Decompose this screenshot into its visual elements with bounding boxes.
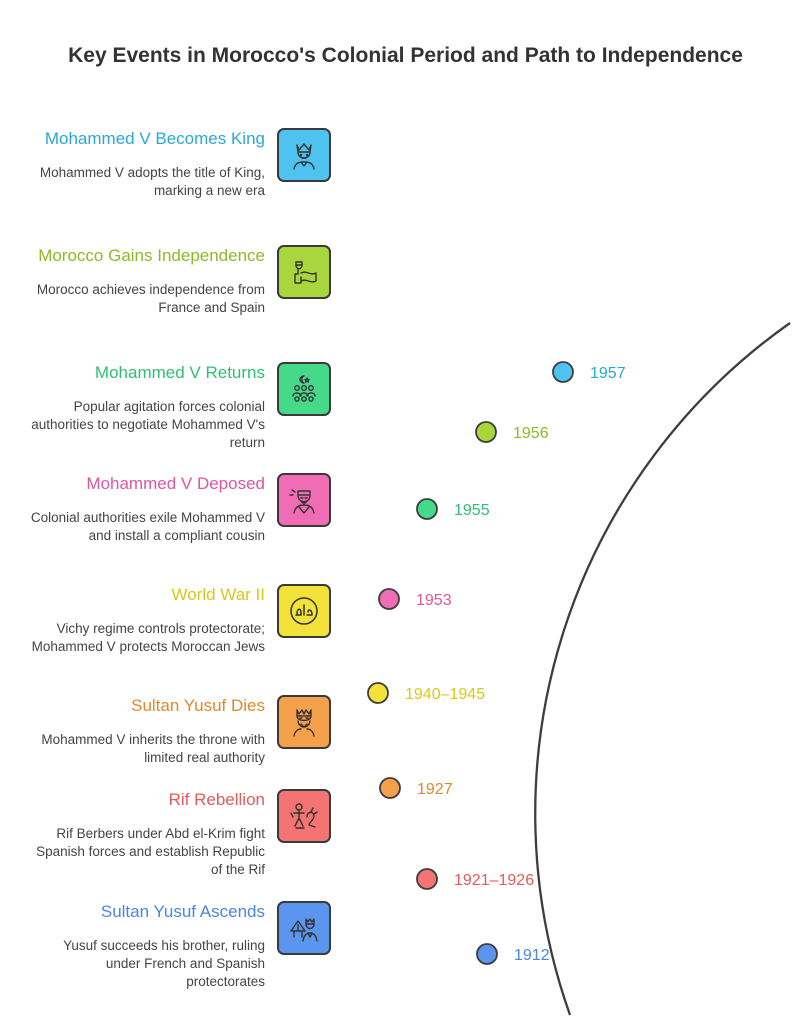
timeline-marker	[552, 361, 574, 383]
timeline-marker	[378, 588, 400, 610]
event-title: Morocco Gains Independence	[38, 246, 265, 265]
event-1956: Morocco Gains Independence Morocco achie…	[30, 245, 265, 317]
timeline-marker	[475, 421, 497, 443]
king-icon	[277, 128, 331, 182]
timeline-marker	[416, 868, 438, 890]
event-title: Sultan Yusuf Dies	[131, 696, 265, 715]
event-title: Rif Rebellion	[168, 790, 265, 809]
event-title: Mohammed V Becomes King	[44, 129, 265, 148]
event-title: Mohammed V Returns	[94, 363, 265, 382]
flag-person-icon	[277, 245, 331, 299]
crowd-crescent-icon	[277, 362, 331, 416]
event-description: Rif Berbers under Abd el-Krim fight Span…	[36, 826, 265, 877]
timeline-curve	[534, 322, 791, 1016]
ruler-tent-icon	[277, 901, 331, 955]
event-description: Morocco achieves independence from Franc…	[36, 282, 265, 315]
timeline-year-label: 1940–1945	[405, 686, 485, 703]
timeline-year-label: 1921–1926	[454, 872, 534, 889]
crowned-elder-icon	[277, 695, 331, 749]
event-title: World War II	[171, 585, 265, 604]
timeline-year-label: 1912	[514, 947, 550, 964]
timeline-marker	[416, 498, 438, 520]
timeline-year-label: 1927	[417, 781, 453, 798]
halal-seal-icon	[277, 584, 331, 638]
event-description: Vichy regime controls protectorate; Moha…	[31, 621, 265, 654]
timeline-year-label: 1955	[454, 502, 490, 519]
event-1940-1945: World War II Vichy regime controls prote…	[30, 584, 265, 656]
event-1927: Sultan Yusuf Dies Mohammed V inherits th…	[30, 695, 265, 767]
event-1953: Mohammed V Deposed Colonial authorities …	[30, 473, 265, 545]
page-title: Key Events in Morocco's Colonial Period …	[68, 44, 743, 67]
timeline-marker	[379, 777, 401, 799]
deposed-figure-icon	[277, 473, 331, 527]
event-1955: Mohammed V Returns Popular agitation for…	[30, 362, 265, 452]
event-description: Yusuf succeeds his brother, ruling under…	[63, 938, 265, 989]
timeline-year-label: 1953	[416, 592, 452, 609]
event-description: Colonial authorities exile Mohammed V an…	[30, 510, 265, 543]
event-title: Mohammed V Deposed	[86, 474, 265, 493]
timeline-marker	[476, 943, 498, 965]
timeline-year-label: 1956	[513, 425, 549, 442]
event-description: Mohammed V inherits the throne with limi…	[41, 732, 265, 765]
event-1957: Mohammed V Becomes King Mohammed V adopt…	[30, 128, 265, 200]
event-1912: Sultan Yusuf Ascends Yusuf succeeds his …	[30, 901, 265, 991]
event-description: Popular agitation forces colonial author…	[31, 399, 265, 450]
warrior-dragon-icon	[277, 789, 331, 843]
event-title: Sultan Yusuf Ascends	[100, 902, 265, 921]
timeline-marker	[367, 682, 389, 704]
event-1921-1926: Rif Rebellion Rif Berbers under Abd el-K…	[30, 789, 265, 879]
timeline-year-label: 1957	[590, 365, 626, 382]
event-description: Mohammed V adopts the title of King, mar…	[39, 165, 265, 198]
